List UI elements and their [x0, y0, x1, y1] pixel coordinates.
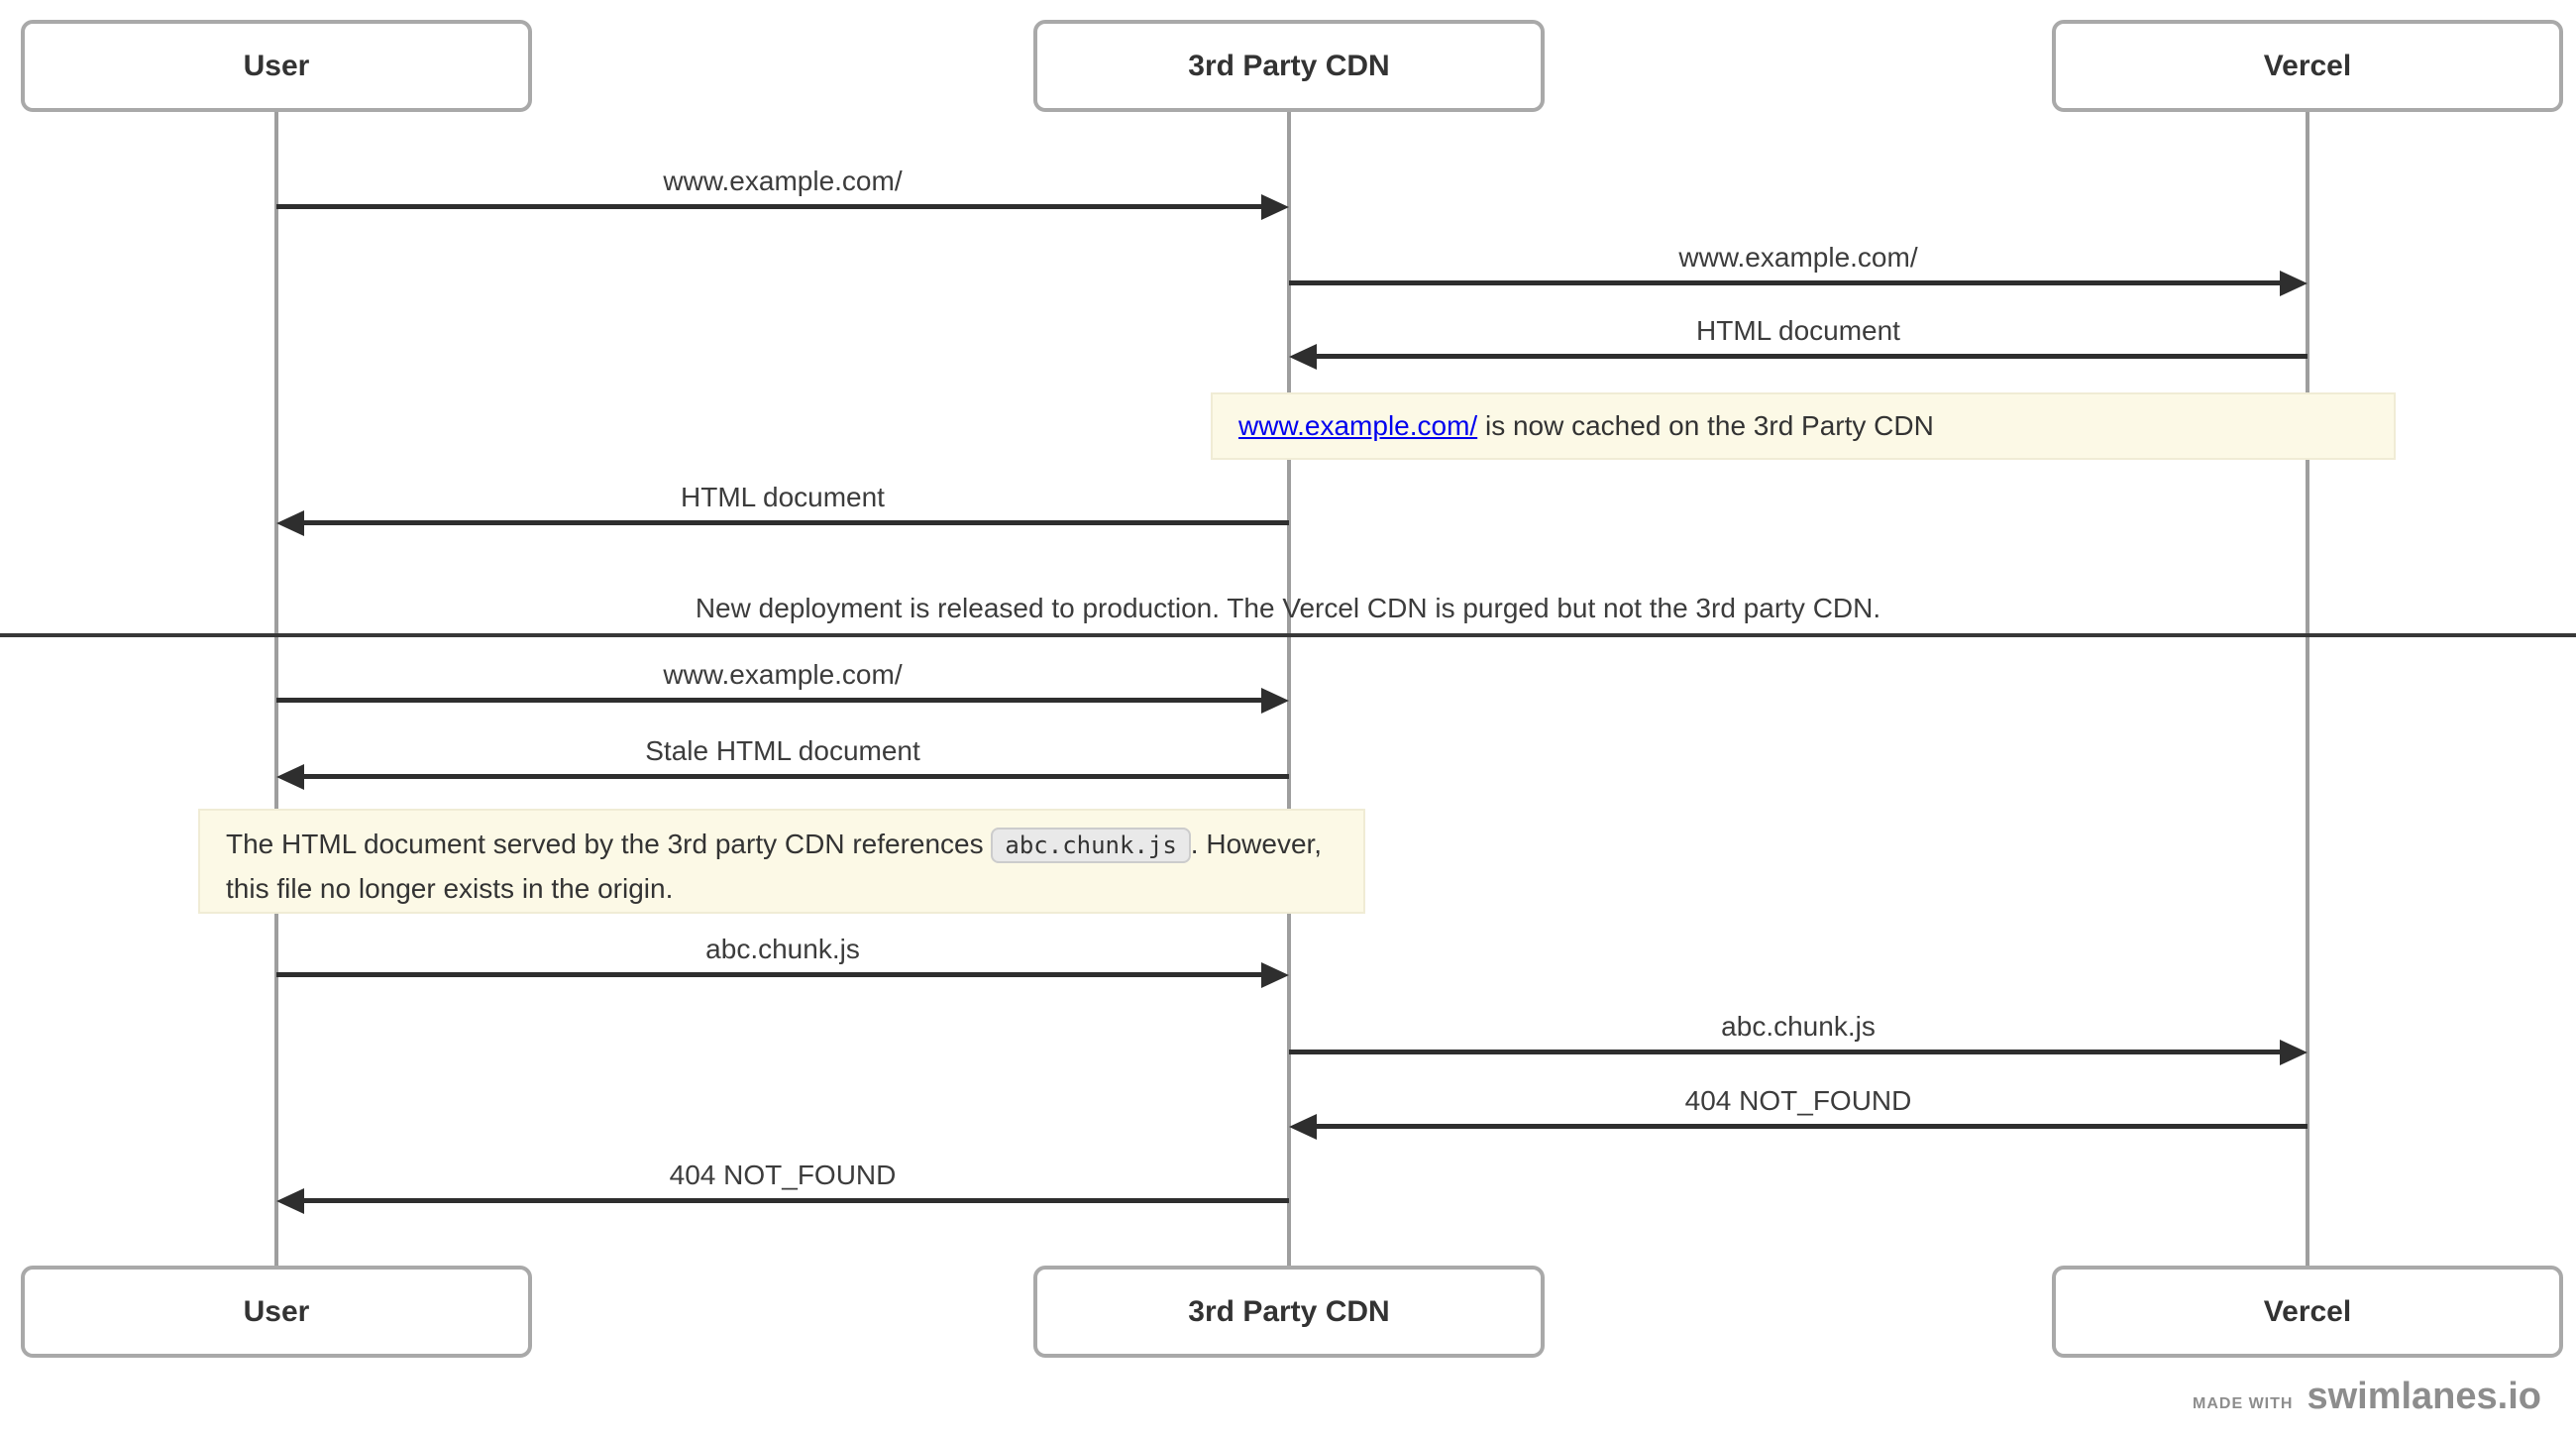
lifeline-cdn — [1287, 112, 1291, 1266]
message-4-label: HTML document — [681, 482, 885, 512]
actor-vercel-label: Vercel — [2263, 49, 2352, 82]
message-5-label: www.example.com/ — [663, 659, 903, 690]
divider-text: New deployment is released to production… — [695, 593, 1881, 623]
message-2-label: www.example.com/ — [1678, 242, 1918, 273]
note-2-code: abc.chunk.js — [991, 828, 1191, 863]
message-6-arrowhead-icon — [276, 764, 304, 790]
message-7-line — [276, 972, 1265, 977]
message-8-line — [1289, 1050, 2284, 1054]
note-2-text-before: The HTML document served by the 3rd part… — [226, 829, 992, 859]
message-3-label: HTML document — [1696, 315, 1900, 346]
message-7-label: abc.chunk.js — [705, 934, 860, 964]
message-9-label: 404 NOT_FOUND — [1684, 1085, 1912, 1116]
note-1-text: is now cached on the 3rd Party CDN — [1477, 410, 1934, 441]
actor-vercel-bottom: Vercel — [2052, 1266, 2563, 1358]
actor-vercel-top: Vercel — [2052, 20, 2563, 112]
message-3-line — [1313, 354, 2308, 359]
message-4-line — [300, 520, 1289, 525]
note-link[interactable]: www.example.com/ — [1238, 410, 1478, 441]
message-2-line — [1289, 280, 2284, 285]
message-5-line — [276, 698, 1265, 703]
actor-user-label: User — [243, 49, 310, 82]
message-8-label: abc.chunk.js — [1721, 1011, 1876, 1042]
lifeline-user — [274, 112, 278, 1266]
message-1-line — [276, 204, 1265, 209]
message-9-line — [1313, 1124, 2308, 1129]
message-9-arrowhead-icon — [1289, 1114, 1317, 1140]
message-5-arrowhead-icon — [1261, 688, 1289, 714]
message-2-arrowhead-icon — [2280, 271, 2308, 296]
note-stale-reference: The HTML document served by the 3rd part… — [198, 809, 1365, 914]
message-10-label: 404 NOT_FOUND — [669, 1160, 897, 1190]
footer-branding: MADE WITH swimlanes.io — [2193, 1376, 2541, 1418]
message-1-label: www.example.com/ — [663, 166, 903, 196]
actor-user-bottom: User — [21, 1266, 532, 1358]
message-6-label: Stale HTML document — [645, 735, 920, 766]
actor-cdn-top: 3rd Party CDN — [1033, 20, 1545, 112]
actor-vercel-label: Vercel — [2263, 1294, 2352, 1328]
message-8-arrowhead-icon — [2280, 1040, 2308, 1065]
lifeline-vercel — [2306, 112, 2309, 1266]
note-2-text-after: . However, this file no longer exists in… — [226, 829, 1323, 904]
message-4-arrowhead-icon — [276, 510, 304, 536]
made-with-label: MADE WITH — [2193, 1395, 2294, 1412]
message-10-line — [300, 1198, 1289, 1203]
message-7-arrowhead-icon — [1261, 962, 1289, 988]
message-10-arrowhead-icon — [276, 1188, 304, 1214]
actor-cdn-label: 3rd Party CDN — [1188, 1294, 1390, 1328]
actor-user-label: User — [243, 1294, 310, 1328]
actor-cdn-label: 3rd Party CDN — [1188, 49, 1390, 82]
note-cached-on-cdn: www.example.com/ is now cached on the 3r… — [1211, 392, 2396, 460]
actor-user-top: User — [21, 20, 532, 112]
message-1-arrowhead-icon — [1261, 194, 1289, 220]
message-6-line — [300, 774, 1289, 779]
swimlanes-brand[interactable]: swimlanes.io — [2307, 1376, 2541, 1417]
actor-cdn-bottom: 3rd Party CDN — [1033, 1266, 1545, 1358]
divider-line — [0, 633, 2576, 637]
message-3-arrowhead-icon — [1289, 344, 1317, 370]
